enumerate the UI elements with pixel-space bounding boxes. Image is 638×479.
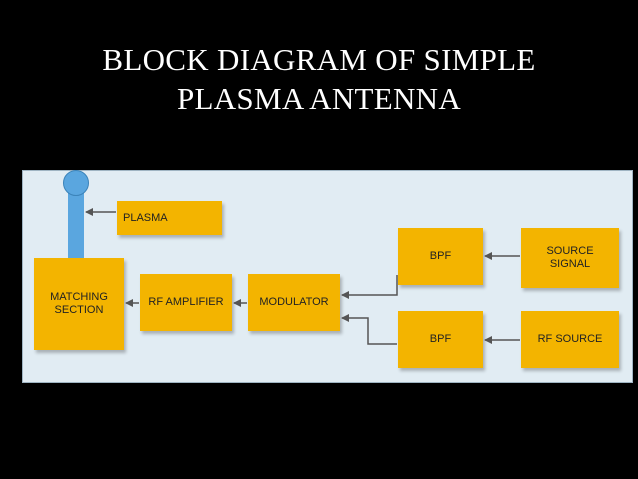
rf-source-block: RF SOURCE xyxy=(521,311,619,368)
modulator-label: MODULATOR xyxy=(259,296,329,308)
rf-amplifier-block: RF AMPLIFIER xyxy=(140,274,232,331)
rf-source-label: RF SOURCE xyxy=(537,333,603,345)
bpf-top-block: BPF xyxy=(398,228,483,285)
modulator-block: MODULATOR xyxy=(248,274,340,331)
title-line-2: PLASMA ANTENNA xyxy=(176,81,462,116)
antenna-tip-icon xyxy=(63,170,89,196)
source-signal-line-1: SOURCE xyxy=(546,245,594,257)
plasma-block: PLASMA xyxy=(117,201,222,235)
source-signal-block: SOURCE SIGNAL xyxy=(521,228,619,288)
source-signal-line-2: SIGNAL xyxy=(549,258,591,270)
matching-label-line-2: SECTION xyxy=(54,304,104,316)
matching-section-label: MATCHING SECTION xyxy=(50,291,108,317)
bpf-top-label: BPF xyxy=(429,250,452,262)
matching-section-block: MATCHING SECTION xyxy=(34,258,124,350)
bpf-bottom-label: BPF xyxy=(429,333,452,345)
title-line-1: BLOCK DIAGRAM OF SIMPLE xyxy=(102,42,536,77)
source-signal-label: SOURCE SIGNAL xyxy=(546,245,593,271)
matching-label-line-1: MATCHING xyxy=(50,291,108,303)
arrow-bpf-top-to-modulator xyxy=(341,275,398,299)
arrow-bpf-bottom-to-modulator xyxy=(341,314,397,345)
bpf-bottom-block: BPF xyxy=(398,311,483,368)
slide-title: BLOCK DIAGRAM OF SIMPLE PLASMA ANTENNA xyxy=(0,40,638,118)
antenna-mast xyxy=(68,186,84,262)
plasma-label: PLASMA xyxy=(123,211,168,224)
rf-amplifier-label: RF AMPLIFIER xyxy=(148,296,224,308)
